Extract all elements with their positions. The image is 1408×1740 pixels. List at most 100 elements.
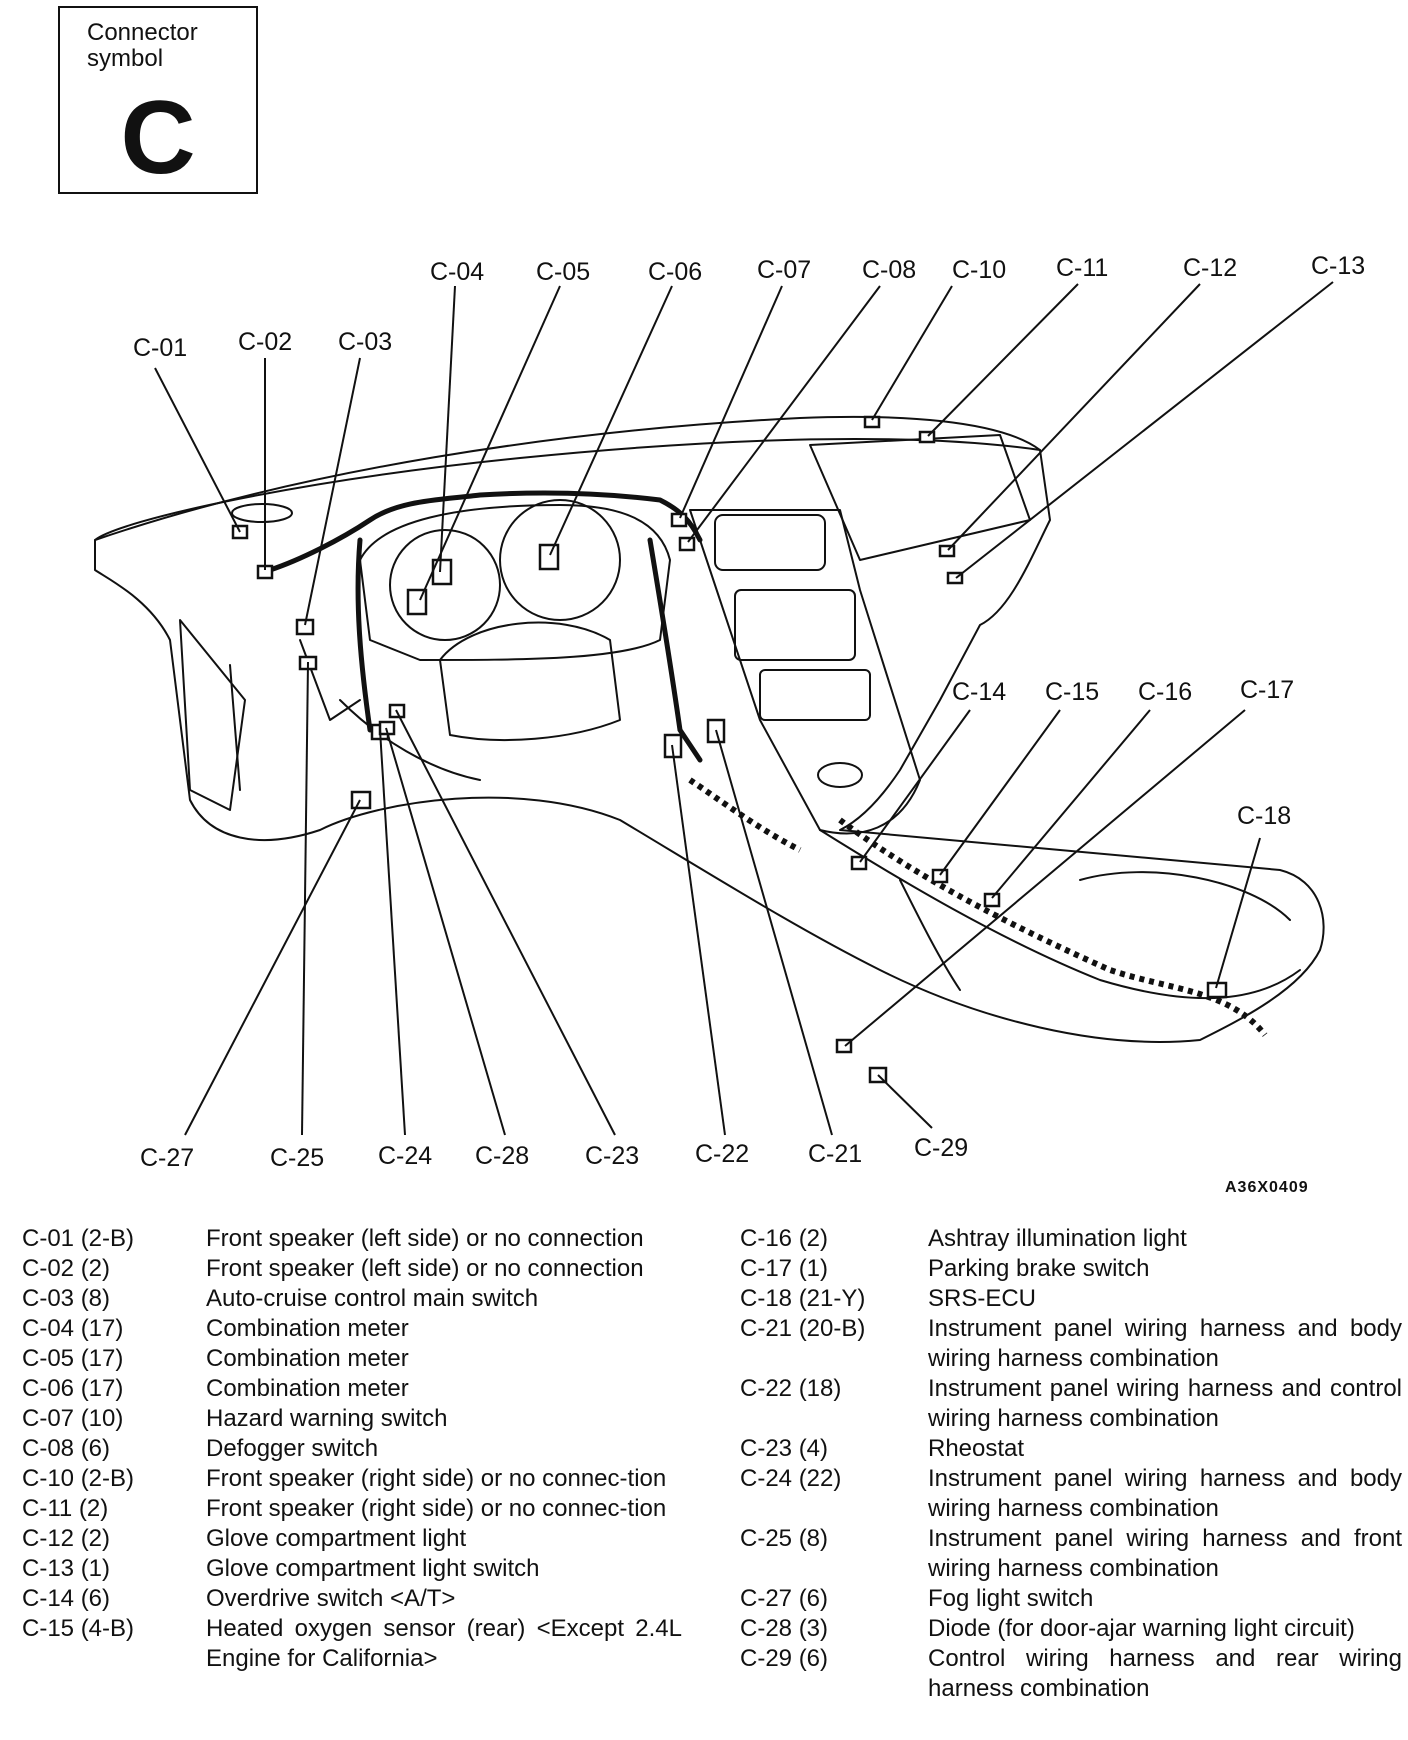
legend-row: C-05 (17)Combination meter xyxy=(22,1344,682,1374)
callout-c24: C-24 xyxy=(378,1142,432,1170)
legend-description: Front speaker (left side) or no connecti… xyxy=(206,1255,644,1282)
legend-row: C-02 (2) Front speaker (left side) or no … xyxy=(22,1254,682,1284)
gauge-left xyxy=(389,529,501,641)
climate-panel xyxy=(759,669,871,721)
callout-c15: C-15 xyxy=(1045,678,1099,706)
legend-connector-code: C-28 (3) xyxy=(740,1615,829,1642)
legend-connector-code: C-06 (17) xyxy=(22,1375,124,1402)
legend-description: Heated oxygen sensor (rear) <Except 2.4L… xyxy=(206,1615,682,1672)
callout-c12: C-12 xyxy=(1183,254,1237,282)
left-end-face xyxy=(179,619,246,811)
connector-c08 xyxy=(678,536,696,552)
callout-labels: C-01 C-02 C-03 C-04 C-05 C-06 C-07 C-08 … xyxy=(133,252,1365,1172)
callout-c29: C-29 xyxy=(914,1134,968,1162)
steering-opening xyxy=(439,621,621,741)
legend-description: Instrument panel wiring harness and body… xyxy=(928,1465,1402,1522)
dashboard-outline xyxy=(94,415,1325,1043)
callout-c01: C-01 xyxy=(133,334,187,362)
harness-console xyxy=(838,817,1268,1037)
connector-c07 xyxy=(670,512,688,528)
connector-c14 xyxy=(850,855,868,871)
legend-connector-code: C-03 (8) xyxy=(22,1285,111,1312)
legend-description: Front speaker (left side) or no connecti… xyxy=(206,1225,644,1252)
legend-connector-code: C-17 (1) xyxy=(740,1255,829,1282)
center-console xyxy=(819,829,1301,1000)
callout-c05: C-05 xyxy=(536,258,590,286)
legend-connector-code: C-23 (4) xyxy=(740,1435,829,1462)
legend-description: Glove compartment light xyxy=(206,1525,467,1552)
ashtray xyxy=(817,762,863,788)
legend-connector-code: C-04 (17) xyxy=(22,1315,124,1342)
callout-c11: C-11 xyxy=(1056,254,1108,282)
legend-connector-code: C-24 (22) xyxy=(740,1465,842,1492)
callout-c02: C-02 xyxy=(238,328,292,356)
legend-description: Control wiring harness and rear wiring h… xyxy=(928,1645,1402,1702)
legend-description: Fog light switch xyxy=(928,1585,1094,1612)
legend-connector-code: C-01 (2-B) xyxy=(22,1225,135,1252)
legend-connector-code: C-07 (10) xyxy=(22,1405,124,1432)
legend-row: C-08 (6)Defogger switch xyxy=(22,1434,682,1464)
gauge-right xyxy=(499,499,621,621)
legend-description: Overdrive switch <A/T> xyxy=(206,1585,456,1612)
legend-connector-code: C-25 (8) xyxy=(740,1525,829,1552)
connector-symbol-box: Connector symbol C xyxy=(58,6,258,194)
legend-description: Instrument panel wiring harness and body… xyxy=(928,1315,1402,1372)
legend-left-column: C-01 (2-B) Front speaker (left side) or n… xyxy=(22,1224,682,1674)
callout-c03: C-03 xyxy=(338,328,392,356)
legend-connector-code: C-12 (2) xyxy=(22,1525,111,1552)
legend-description: Auto-cruise control main switch xyxy=(206,1285,539,1312)
legend-description: Instrument panel wiring harness and fron… xyxy=(928,1525,1402,1582)
harness-main xyxy=(267,490,703,573)
connector-symbol-caption: Connector symbol xyxy=(87,19,198,72)
connector-c10 xyxy=(863,415,881,429)
connector-c11 xyxy=(918,430,936,444)
legend-description: Hazard warning switch xyxy=(206,1405,448,1432)
legend-row: C-04 (17)Combination meter xyxy=(22,1314,682,1344)
legend-description: Front speaker (right side) or no connec-… xyxy=(206,1495,667,1522)
left-speaker-grille xyxy=(231,503,293,523)
legend-row: C-12 (2) Glove compartment light xyxy=(22,1524,682,1554)
legend-connector-code: C-10 (2-B) xyxy=(22,1465,135,1492)
legend-row: C-28 (3) Diode (for door-ajar warning lig… xyxy=(740,1614,1402,1644)
legend-row: C-13 (1)Glove compartment light switch xyxy=(22,1554,682,1584)
dashboard-wiring-diagram: C-01 C-02 C-03 C-04 C-05 C-06 C-07 C-08 … xyxy=(94,252,1365,1196)
legend-connector-code: C-29 (6) xyxy=(740,1645,829,1672)
harness-center xyxy=(647,537,703,763)
legend-description: Instrument panel wiring harness and cont… xyxy=(928,1375,1402,1432)
callout-c07: C-07 xyxy=(757,256,811,284)
knee-panel xyxy=(339,699,481,781)
legend-connector-code: C-22 (18) xyxy=(740,1375,842,1402)
harness-drop xyxy=(355,537,373,733)
legend-row: C-07 (10) Hazard warning switch xyxy=(22,1404,682,1434)
connector-c12 xyxy=(938,544,956,558)
legend-connector-code: C-16 (2) xyxy=(740,1225,829,1252)
legend-connector-code: C-27 (6) xyxy=(740,1585,829,1612)
legend-connector-code: C-05 (17) xyxy=(22,1345,124,1372)
connector-symbol-letter: C xyxy=(120,80,196,196)
callout-c04: C-04 xyxy=(430,258,484,286)
callout-c17: C-17 xyxy=(1240,676,1294,704)
legend-row: C-11 (2)Front speaker (right side) or no… xyxy=(22,1494,682,1524)
legend-description: SRS-ECU xyxy=(928,1285,1037,1312)
legend-row: C-16 (2)Ashtray illumination light xyxy=(740,1224,1402,1254)
legend-row: C-24 (22) Instrument panel wiring harness… xyxy=(740,1464,1402,1524)
legend-row: C-27 (6) Fog light switch xyxy=(740,1584,1402,1614)
legend-row: C-15 (4-B)Heated oxygen sensor (rear) <E… xyxy=(22,1614,682,1674)
legend-connector-code: C-14 (6) xyxy=(22,1585,111,1612)
legend-description: Defogger switch xyxy=(206,1435,379,1462)
callout-c18: C-18 xyxy=(1237,802,1291,830)
callout-c06: C-06 xyxy=(648,258,702,286)
callout-c25: C-25 xyxy=(270,1144,324,1172)
legend-row: C-25 (8) Instrument panel wiring harness … xyxy=(740,1524,1402,1584)
harness-floor xyxy=(688,777,802,853)
legend-connector-code: C-02 (2) xyxy=(22,1255,111,1282)
callout-c23: C-23 xyxy=(585,1142,639,1170)
callout-c10: C-10 xyxy=(952,256,1006,284)
gauge-hood xyxy=(359,504,671,661)
legend-row: C-14 (6) Overdrive switch <A/T> xyxy=(22,1584,682,1614)
callout-c27: C-27 xyxy=(140,1144,194,1172)
legend-connector-code: C-13 (1) xyxy=(22,1555,111,1582)
connector-c03 xyxy=(295,618,315,636)
legend-description: Diode (for door-ajar warning light circu… xyxy=(928,1615,1355,1642)
